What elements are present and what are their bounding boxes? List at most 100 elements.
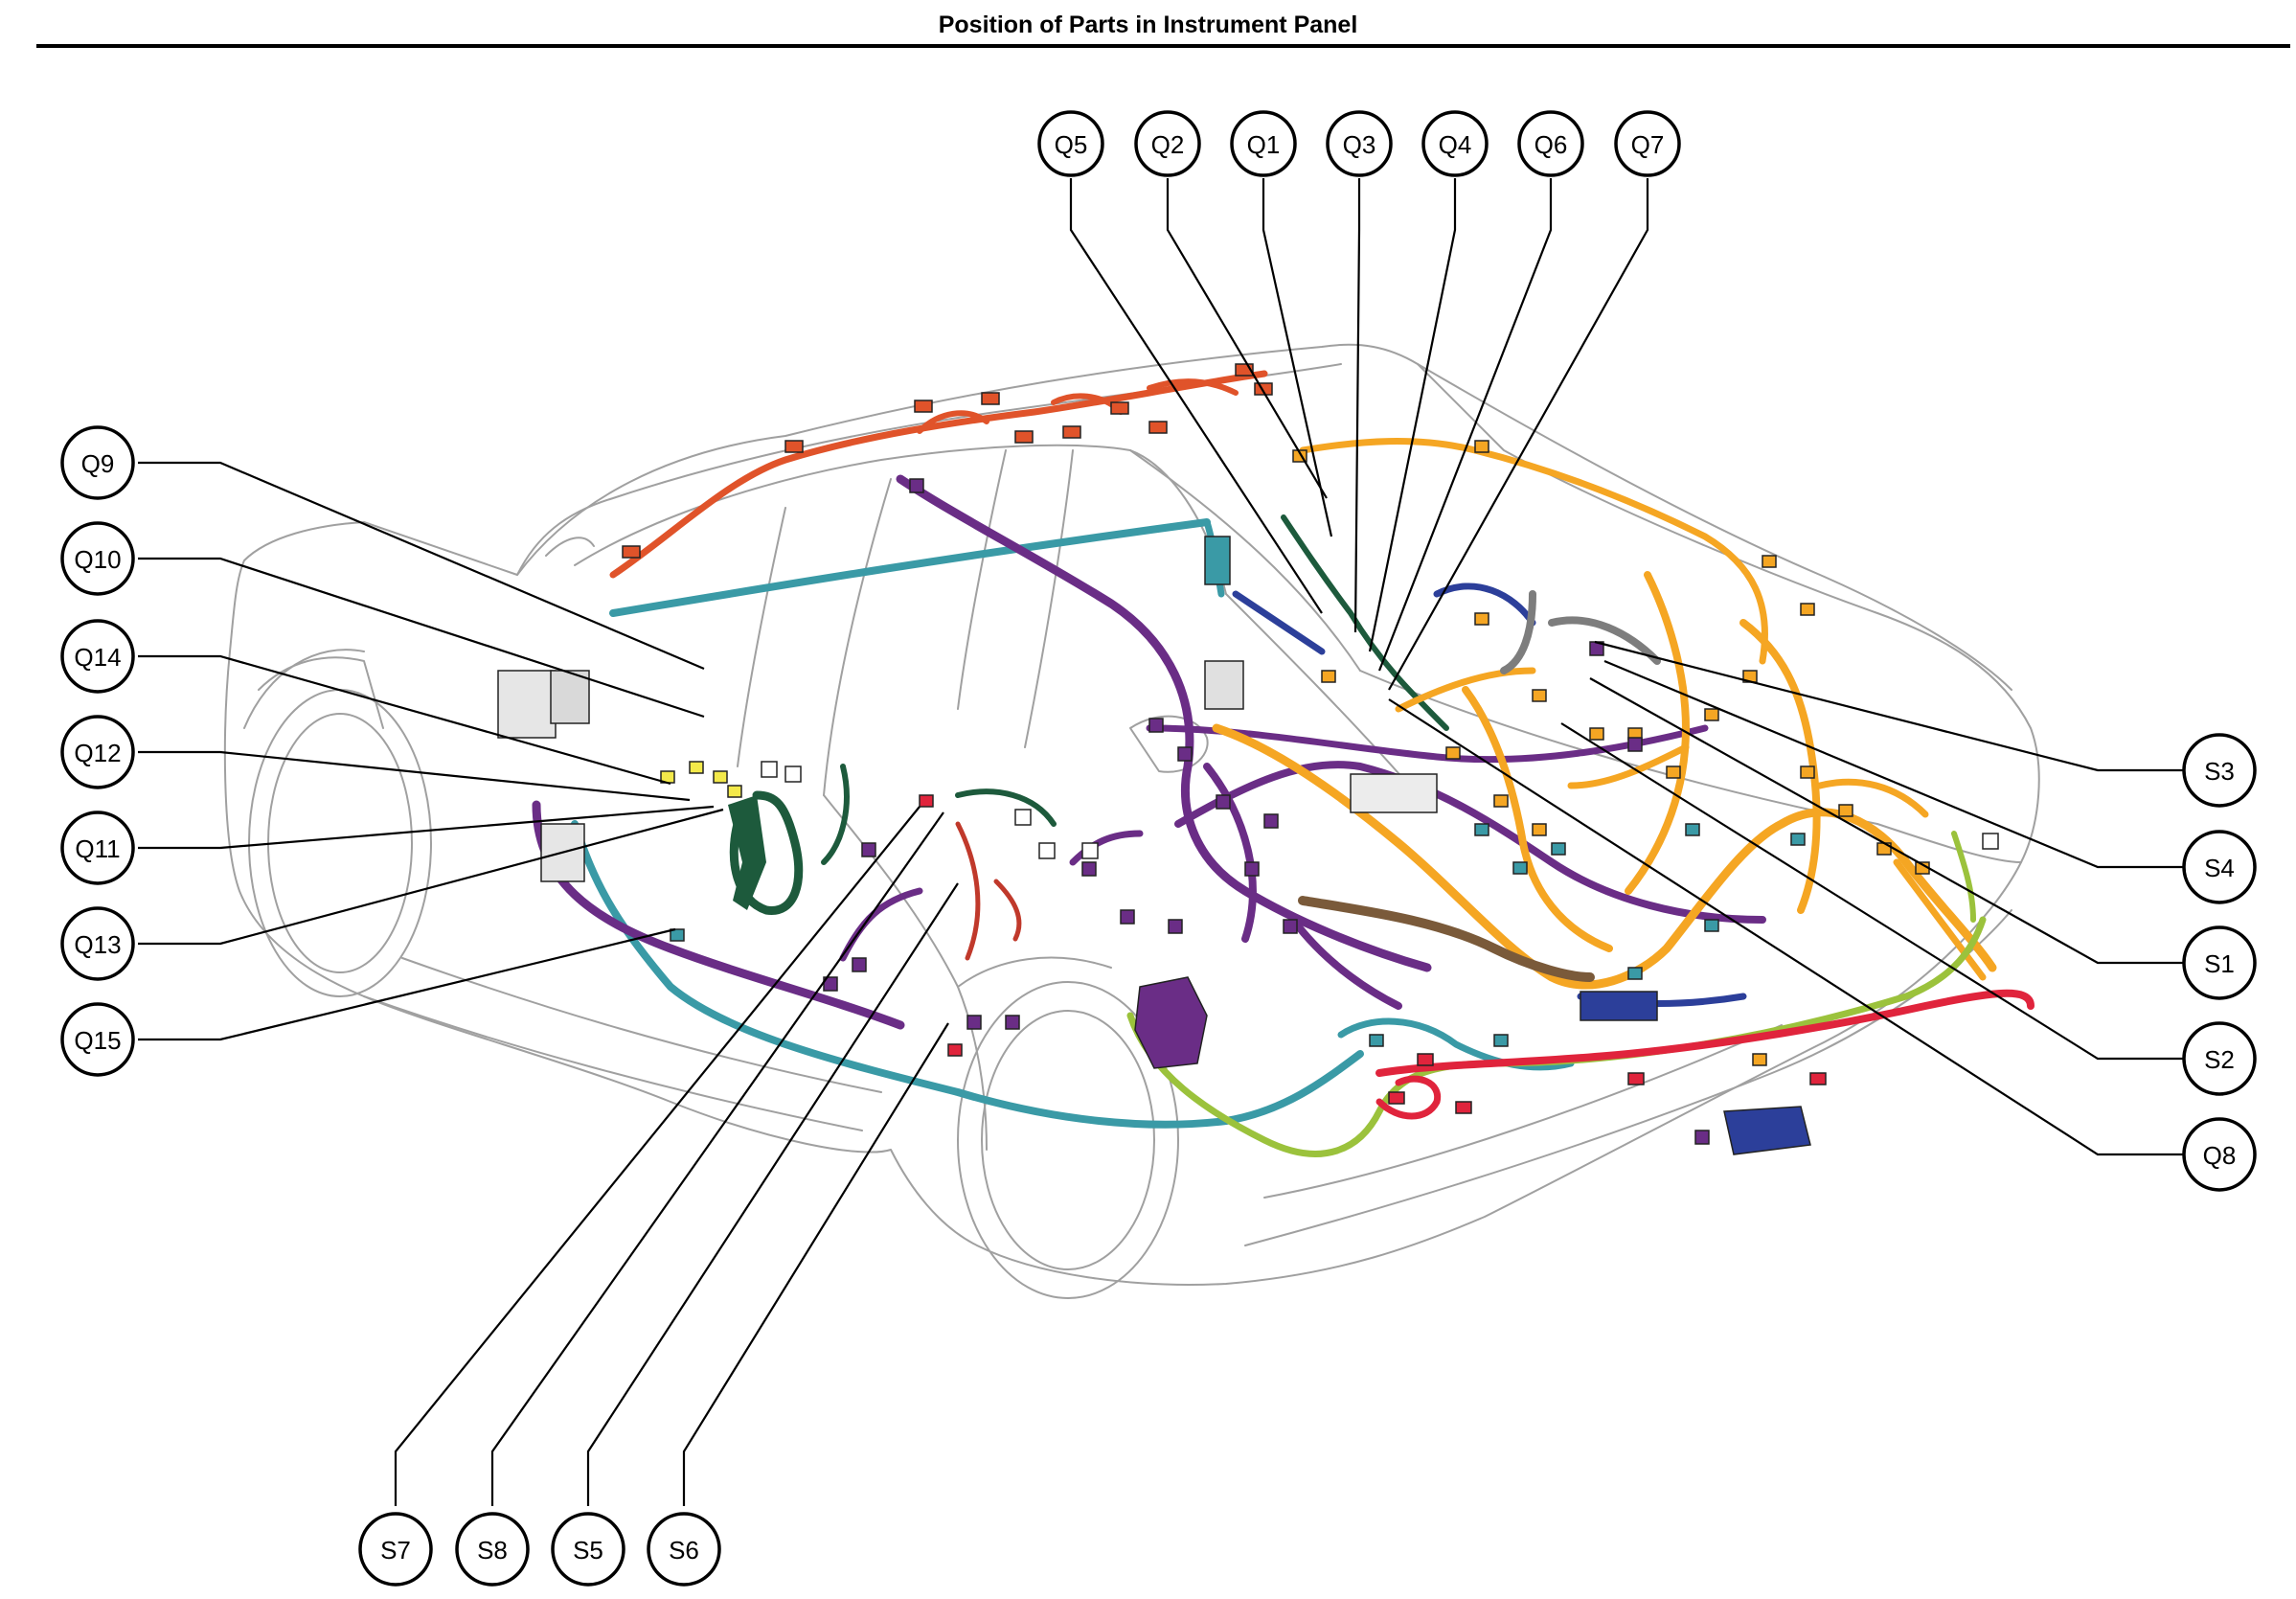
front-ecu <box>1723 1106 1811 1155</box>
lime-harness <box>1126 916 1987 1157</box>
callout-q9: Q9 <box>60 425 135 500</box>
callout-q3: Q3 <box>1326 110 1393 177</box>
callout-q3-label: Q3 <box>1343 130 1376 159</box>
leader-s2 <box>1560 722 2183 1061</box>
callout-q10: Q10 <box>60 521 135 596</box>
dashboard-ecu <box>1350 773 1438 813</box>
callout-q8-label: Q8 <box>2203 1141 2237 1170</box>
callout-q13-label: Q13 <box>74 930 121 959</box>
callout-q12: Q12 <box>60 715 135 789</box>
red-harness-loop <box>1375 1075 1442 1120</box>
callout-q1: Q1 <box>1230 110 1297 177</box>
rear-connectors <box>660 761 742 798</box>
callout-q5: Q5 <box>1037 110 1104 177</box>
callout-q12-label: Q12 <box>74 739 121 767</box>
leader-q9 <box>138 461 705 671</box>
callout-q7-label: Q7 <box>1631 130 1665 159</box>
leader-q12 <box>138 750 691 802</box>
callout-q14-label: Q14 <box>74 643 121 672</box>
callout-q15: Q15 <box>60 1002 135 1077</box>
wire-harnesses <box>532 370 2035 1157</box>
leader-s5 <box>586 882 959 1506</box>
red-side-harness <box>955 821 1022 961</box>
title-rule <box>36 44 2290 48</box>
callout-s3-label: S3 <box>2204 757 2235 786</box>
lime-harness-2 <box>1951 831 1976 923</box>
callout-s4: S4 <box>2182 830 2257 904</box>
leader-q6 <box>1377 178 1553 672</box>
leader-q8 <box>1388 698 2183 1156</box>
callout-q1-label: Q1 <box>1247 130 1281 159</box>
callout-q10-label: Q10 <box>74 545 121 574</box>
teal-junction <box>1204 536 1231 585</box>
leader-q13 <box>138 808 724 946</box>
leader-s7 <box>394 806 921 1506</box>
callout-s5-label: S5 <box>573 1536 603 1565</box>
dark-green-harness <box>729 790 804 915</box>
callout-s8-label: S8 <box>477 1536 508 1565</box>
callout-q6-label: Q6 <box>1534 130 1568 159</box>
dark-green-harness-2 <box>821 514 1449 865</box>
callouts: Q5 Q2 Q1 Q3 Q4 Q6 Q7 Q9 <box>60 110 2257 1587</box>
callout-s7-label: S7 <box>380 1536 411 1565</box>
callout-q15-label: Q15 <box>74 1026 121 1055</box>
components <box>497 363 1999 1155</box>
callout-q4-label: Q4 <box>1439 130 1472 159</box>
green-bracket <box>728 795 766 910</box>
callout-s1: S1 <box>2182 925 2257 1000</box>
purple-dash-harness <box>839 724 1709 962</box>
callout-q5-label: Q5 <box>1055 130 1088 159</box>
leader-q1 <box>1262 178 1333 537</box>
callout-q4: Q4 <box>1421 110 1489 177</box>
page-title: Position of Parts in Instrument Panel <box>938 11 1358 38</box>
callout-q2-label: Q2 <box>1151 130 1185 159</box>
car-body-outline <box>223 343 2040 1299</box>
engine-bay-harness <box>1212 723 1997 990</box>
leader-s3 <box>1594 640 2183 772</box>
callout-s2-label: S2 <box>2204 1045 2235 1074</box>
navy-connector-block <box>1580 991 1658 1021</box>
callout-s6: S6 <box>647 1512 721 1587</box>
purple-center-harness <box>1174 761 1766 1010</box>
white-connectors <box>761 761 1999 859</box>
teal-connectors <box>670 823 1806 1047</box>
callout-s7: S7 <box>358 1512 433 1587</box>
callout-q7: Q7 <box>1614 110 1681 177</box>
leader-q5 <box>1069 178 1323 614</box>
leader-s6 <box>682 1022 949 1506</box>
red-harness <box>1375 989 2035 1077</box>
callout-q8: Q8 <box>2182 1117 2257 1192</box>
leader-s4 <box>1603 659 2183 869</box>
leader-q3 <box>1353 178 1361 633</box>
callout-s3: S3 <box>2182 733 2257 808</box>
leader-s1 <box>1589 677 2183 965</box>
red-connectors <box>919 794 1827 1114</box>
callout-s6-label: S6 <box>669 1536 699 1565</box>
callout-q11-label: Q11 <box>75 834 120 863</box>
callout-s1-label: S1 <box>2204 949 2235 978</box>
orange-connectors <box>1292 440 1930 1066</box>
roof-rail-harness <box>1299 438 1768 665</box>
leader-s8 <box>490 811 944 1506</box>
callout-q14: Q14 <box>60 619 135 694</box>
callout-q13: Q13 <box>60 906 135 981</box>
rear-relay-block-2 <box>550 670 590 724</box>
gray-harness <box>1500 590 1661 674</box>
leader-q11 <box>138 805 715 850</box>
callout-s2: S2 <box>2182 1021 2257 1096</box>
center-junction-block <box>1204 660 1244 710</box>
rear-relay-block <box>497 670 557 739</box>
leader-q14 <box>138 654 671 786</box>
teal-floor-harness <box>571 518 1364 1129</box>
callout-s4-label: S4 <box>2204 854 2235 882</box>
callout-q2: Q2 <box>1134 110 1201 177</box>
callout-q6: Q6 <box>1517 110 1584 177</box>
leader-q15 <box>138 927 676 1041</box>
leader-q4 <box>1368 178 1457 652</box>
callout-q11: Q11 <box>60 811 135 885</box>
leader-q10 <box>138 557 705 719</box>
brown-brace <box>1298 896 1595 982</box>
leader-q7 <box>1388 178 1649 691</box>
roof-connectors <box>622 363 1273 559</box>
